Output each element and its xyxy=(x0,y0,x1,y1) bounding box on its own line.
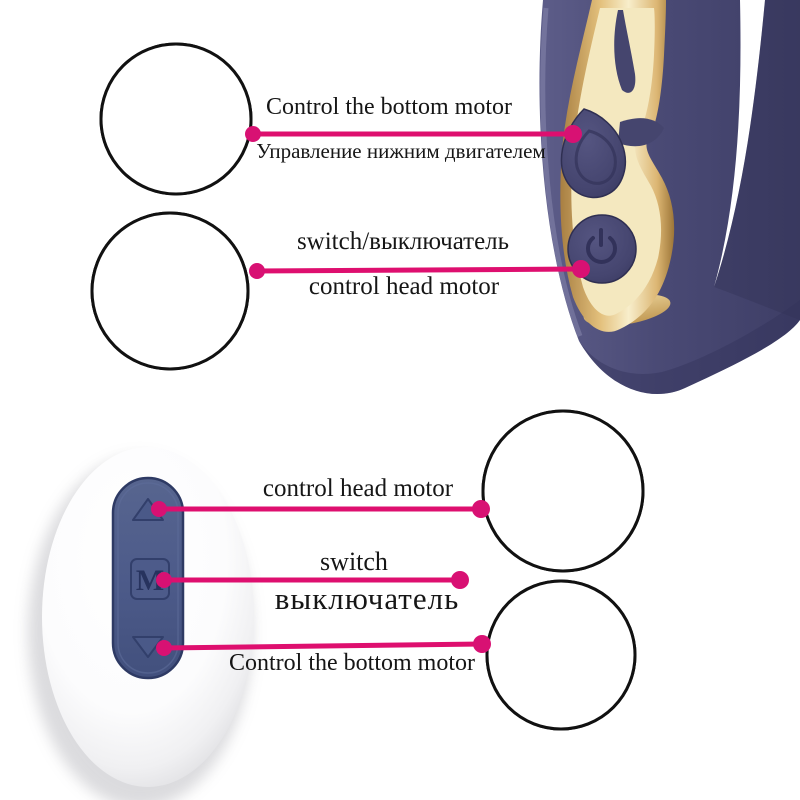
connector-line xyxy=(255,266,582,274)
droplet-icon xyxy=(574,129,617,185)
callout-head-motor-top xyxy=(90,211,250,371)
callout-head-motor-bottom xyxy=(481,409,645,573)
label-switch-top: switch/выключатель xyxy=(296,228,510,255)
callout-bottom-motor-top xyxy=(99,42,253,196)
down-arrow-button xyxy=(132,636,164,658)
power-icon xyxy=(586,228,617,264)
annotation-connectors xyxy=(151,125,590,656)
label-head-motor-top: control head motor xyxy=(308,273,500,300)
callout-bottom-motor-bottom xyxy=(485,579,637,731)
vibrator-device xyxy=(539,0,800,395)
label-switch-ru-bottom: выключатель xyxy=(274,581,460,616)
label-bottom-motor-en-top: Control the bottom motor xyxy=(266,94,512,120)
connector-line xyxy=(162,641,483,651)
remote-control: M xyxy=(28,447,254,800)
label-switch-en-bottom: switch xyxy=(320,547,388,576)
label-head-motor-bottom: control head motor xyxy=(262,475,454,502)
label-bottom-motor-en-bottom: Control the bottom motor xyxy=(229,650,475,676)
label-bottom-motor-ru-top: Управление нижним двигателем xyxy=(256,139,546,163)
